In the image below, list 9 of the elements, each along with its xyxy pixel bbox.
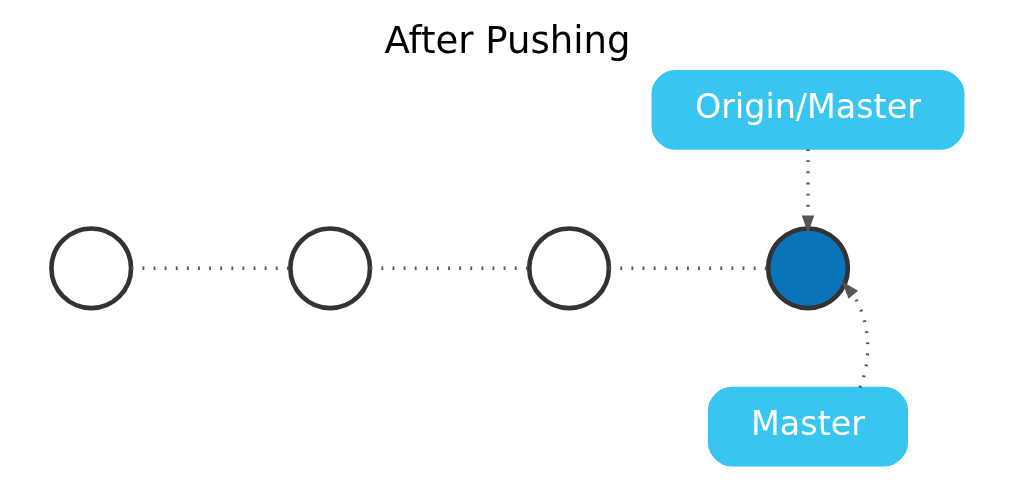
arrow — [841, 281, 869, 389]
node-circle — [765, 226, 850, 311]
node-circle — [48, 226, 133, 311]
node-circle — [287, 226, 372, 311]
node-box: Master — [707, 386, 908, 467]
node-box: Origin/Master — [651, 70, 964, 150]
node-circle — [526, 226, 611, 311]
arrow — [801, 149, 814, 234]
diagram-title: After Pushing — [384, 18, 630, 62]
